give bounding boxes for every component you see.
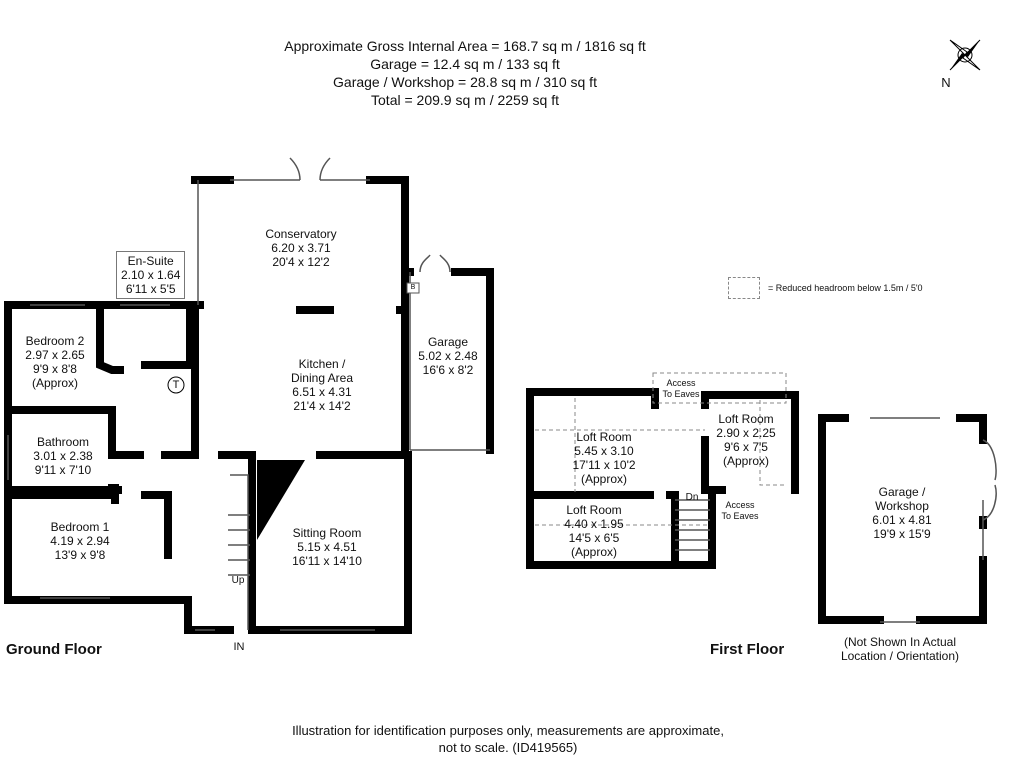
stairs-up-label: Up: [231, 575, 245, 586]
ground-floor-title: Ground Floor: [6, 641, 102, 658]
area-garage: Garage = 12.4 sq m / 133 sq ft: [370, 56, 560, 72]
legend: = Reduced headroom below 1.5m / 5'0: [728, 277, 923, 299]
compass-north-label: N: [941, 75, 951, 90]
first-floor-title: First Floor: [710, 641, 785, 658]
disclaimer: Illustration for identification purposes…: [292, 723, 724, 755]
area-summary: Approximate Gross Internal Area = 168.7 …: [284, 37, 645, 109]
tank-label: T: [172, 379, 180, 391]
area-workshop: Garage / Workshop = 28.8 sq m / 310 sq f…: [333, 74, 597, 90]
stairs-down-label: Dn: [685, 492, 699, 503]
legend-dashed-box: [728, 277, 760, 299]
area-gross: Approximate Gross Internal Area = 168.7 …: [284, 38, 646, 54]
legend-text: = Reduced headroom below 1.5m / 5'0: [768, 283, 923, 293]
area-total: Total = 209.9 sq m / 2259 sq ft: [371, 92, 559, 108]
compass-icon: [949, 39, 981, 71]
boiler-label: B: [410, 284, 416, 291]
entrance-label: IN: [233, 641, 245, 653]
